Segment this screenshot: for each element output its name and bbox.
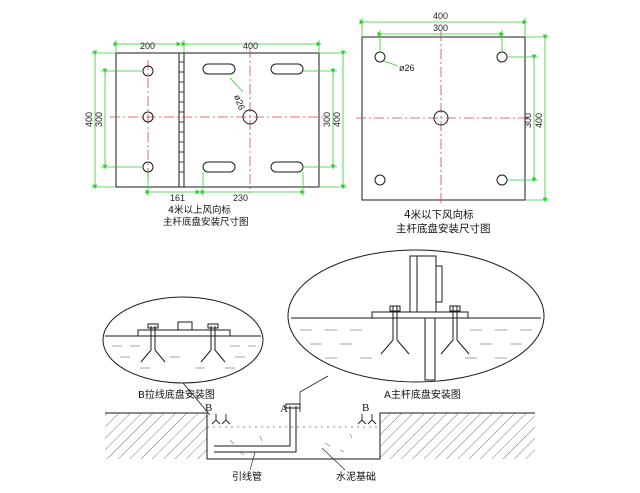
ground-section: B B A 引线管 水泥基础 [105, 402, 535, 483]
dim-left-outer: 400 [84, 112, 94, 127]
detail-leaders [182, 375, 329, 416]
center-hole [242, 109, 258, 125]
dim-bottom-161: 161 [170, 193, 185, 203]
conduit-label: 引线管 [232, 470, 262, 483]
detail-b-label: B拉线底盘安装图 [138, 388, 215, 401]
dim-right-outer: 400 [332, 112, 342, 127]
ground-hatch [105, 413, 207, 459]
bolt-hole [142, 65, 154, 77]
dim-right-inner: 300 [322, 112, 332, 127]
bolt-hole [496, 174, 508, 186]
ground-hatch [380, 413, 535, 459]
bolt-hole [374, 174, 386, 186]
center-hole [433, 110, 449, 126]
detail-b-guy-anchor: B拉线底盘安装图 [102, 296, 264, 401]
left-plate-outline [115, 52, 320, 188]
right-caption-line1: 4米以下风向标 [404, 208, 474, 221]
left-plate-dimensions [91, 40, 347, 196]
dim-top-right: 400 [243, 41, 258, 51]
dim-top-outer: 400 [433, 11, 448, 21]
hinge-teeth [179, 61, 184, 173]
conduit-pipe [214, 406, 291, 447]
dim-top-inner: 300 [433, 23, 448, 33]
slot-hole [270, 63, 304, 75]
left-caption-line2: 主杆底盘安装尺寸图 [163, 216, 249, 228]
foundation-label: 水泥基础 [336, 470, 376, 483]
hole-diameter-label: ø26 [232, 93, 247, 111]
detail-a-label: A主杆底盘安装图 [384, 388, 461, 401]
slot-hole [202, 161, 236, 173]
dim-right-outer: 400 [534, 113, 544, 128]
detail-a-main-anchor: A主杆底盘安装图 [287, 249, 545, 401]
hole-diameter-label: ø26 [399, 63, 415, 73]
dim-bottom-230: 230 [233, 193, 248, 203]
left-base-plate: ø26 200 400 400 300 300 400 161 230 4米以上… [84, 40, 347, 228]
slot-hole [270, 161, 304, 173]
bolt-hole [374, 51, 386, 63]
slot-hole [202, 63, 236, 75]
dim-right-inner: 300 [523, 113, 533, 128]
right-caption-line2: 主杆底盘安装尺寸图 [396, 222, 491, 235]
left-plate-centerlines [110, 48, 325, 193]
dim-left-inner: 300 [94, 112, 104, 127]
marker-b-right: B [362, 402, 369, 414]
bolt-hole [496, 51, 508, 63]
left-caption-line1: 4米以上风向标 [168, 204, 232, 216]
right-plate-dimensions [359, 18, 549, 203]
marker-b-left: B [205, 402, 212, 414]
right-base-plate: ø26 400 300 300 400 4米以下风向标 主杆底盘安装尺寸图 [356, 11, 549, 235]
right-plate-outline [361, 36, 526, 201]
right-plate-centerlines [356, 31, 531, 206]
section-anchors [211, 414, 377, 425]
marker-a: A [280, 403, 288, 415]
bolt-hole [142, 111, 154, 123]
dim-top-left: 200 [140, 41, 155, 51]
